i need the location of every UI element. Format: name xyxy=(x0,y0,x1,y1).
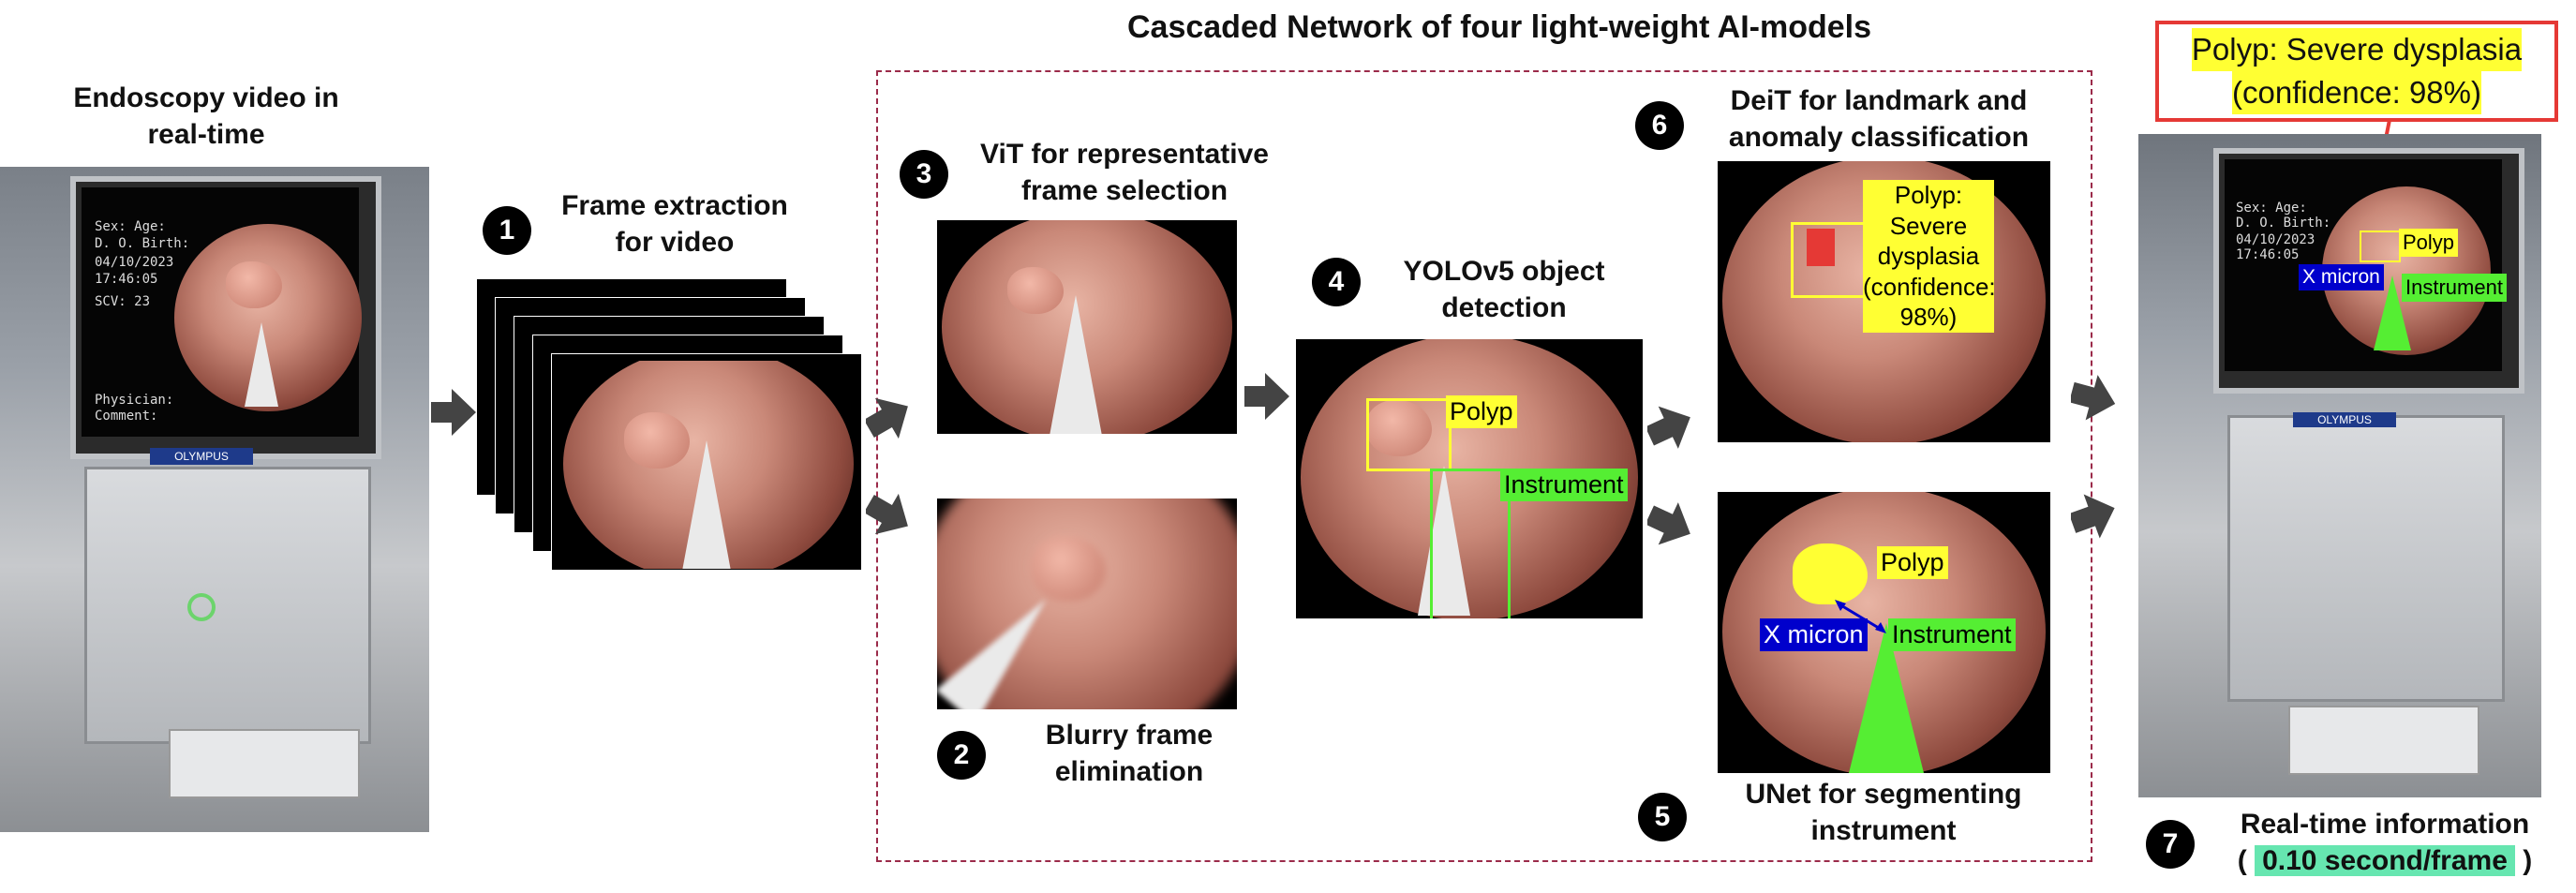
instrument-tag: Instrument xyxy=(1500,469,1628,501)
arrow-up-right xyxy=(1647,406,1690,449)
polyp xyxy=(624,412,690,469)
arrow-right-2 xyxy=(1244,373,1289,420)
selected-frame xyxy=(937,220,1237,434)
step-7-line2: ( 0.10 second/frame ) xyxy=(2237,845,2533,876)
detection-frame: Polyp Instrument xyxy=(1296,339,1643,618)
callout-line2: (confidence: 98%) xyxy=(2232,71,2481,115)
step-1-label: Frame extraction for video xyxy=(534,187,815,260)
diagram-title: Cascaded Network of four light-weight AI… xyxy=(1126,9,1872,45)
monitor-sex-age: Sex: Age: xyxy=(95,219,166,234)
step-3-badge: 3 xyxy=(900,150,948,199)
cart-body xyxy=(84,467,371,744)
input-label-line2: real-time xyxy=(147,119,265,150)
step-3-line1: ViT for representative xyxy=(980,139,1269,170)
output-callout: Polyp: Severe dysplasia (confidence: 98%… xyxy=(2155,21,2558,122)
arrow-down-right xyxy=(866,493,908,535)
step-6-label: DeiT for landmark and anomaly classifica… xyxy=(1691,82,2066,156)
instrument xyxy=(1418,466,1470,616)
cart-brand: OLYMPUS xyxy=(150,448,253,465)
output-cart-photo: Sex: Age: D. O. Birth: 04/10/2023 17:46:… xyxy=(2138,134,2541,797)
instrument xyxy=(1050,295,1102,434)
cart-power-light xyxy=(187,593,216,621)
instrument-tag: Instrument xyxy=(2402,274,2507,302)
monitor-instrument xyxy=(245,322,278,407)
classification-tag: Polyp: Severe dysplasia (confidence: 98%… xyxy=(1863,180,1996,333)
polyp xyxy=(1366,400,1432,456)
step-5-line2: instrument xyxy=(1810,815,1957,846)
monitor-physician: Physician: xyxy=(95,393,174,408)
polyp-tag: Polyp xyxy=(1877,546,1948,579)
output-monitor: Sex: Age: D. O. Birth: 04/10/2023 17:46:… xyxy=(2213,148,2524,394)
polyp-heatmap xyxy=(1807,229,1835,266)
step-4-label: YOLOv5 object detection xyxy=(1363,253,1645,326)
distance-arrow xyxy=(1835,600,1886,633)
micron-tag: X micron xyxy=(1760,618,1868,651)
step-7-line1: Real-time information xyxy=(2240,809,2530,840)
polyp-tag: Polyp xyxy=(2399,229,2459,257)
top-frame xyxy=(558,361,858,569)
arrow-up-right xyxy=(866,397,908,439)
endoscopy-cart-photo: Sex: Age: D. O. Birth: 04/10/2023 17:46:… xyxy=(0,167,429,832)
monitor: Sex: Age: D. O. Birth: 04/10/2023 17:46:… xyxy=(70,176,381,459)
monitor-comment: Comment: xyxy=(95,409,158,424)
arrow-right-4 xyxy=(2071,494,2115,539)
step-3-label: ViT for representative frame selection xyxy=(946,136,1303,209)
light-source-unit xyxy=(169,729,360,798)
polyp xyxy=(1031,536,1106,602)
monitor-time: 17:46:05 xyxy=(95,272,158,287)
step-2-label: Blurry frame elimination xyxy=(993,717,1265,790)
cart-body xyxy=(2227,415,2505,702)
step-6-line1: DeiT for landmark and xyxy=(1730,85,2028,116)
step-7-badge: 7 xyxy=(2146,820,2195,869)
step-1-line2: for video xyxy=(615,227,735,258)
step-2-badge: 2 xyxy=(937,731,986,780)
step-5-label: UNet for segmenting instrument xyxy=(1691,776,2076,849)
monitor-date: 04/10/2023 xyxy=(95,255,174,270)
polyp-mask xyxy=(1793,543,1868,604)
micron-tag: X micron xyxy=(2299,264,2384,290)
monitor-birth: D. O. Birth: xyxy=(95,236,190,251)
monitor-polyp xyxy=(226,261,282,308)
step-7-label: Real-time information ( 0.10 second/fram… xyxy=(2197,806,2572,879)
step-5-line1: UNet for segmenting xyxy=(1745,779,2022,810)
step-4-badge: 4 xyxy=(1312,258,1361,306)
cascade-box xyxy=(876,70,2092,862)
step-2-line2: elimination xyxy=(1054,756,1204,787)
arrow-right-1 xyxy=(431,389,476,436)
polyp-bbox xyxy=(1366,398,1452,471)
step-2-line1: Blurry frame xyxy=(1045,720,1214,751)
step-1-badge: 1 xyxy=(483,206,531,255)
classification-frame: Polyp: Severe dysplasia (confidence: 98%… xyxy=(1718,161,2050,442)
step-3-line2: frame selection xyxy=(1020,175,1228,206)
monitor-scv: SCV: 23 xyxy=(95,294,151,309)
step-5-badge: 5 xyxy=(1638,793,1687,841)
arrow-right-3 xyxy=(2071,375,2116,421)
step-1-line1: Frame extraction xyxy=(561,190,788,221)
step-4-line2: detection xyxy=(1441,292,1567,323)
light-source-unit xyxy=(2288,706,2479,775)
arrow-down-right xyxy=(1647,502,1690,545)
callout-line1: Polyp: Severe dysplasia xyxy=(2191,28,2523,72)
blurry-frame xyxy=(937,499,1237,709)
frame-rate-value: 0.10 second/frame xyxy=(2255,845,2515,876)
polyp-bbox xyxy=(2360,231,2401,262)
polyp-tag: Polyp xyxy=(1446,395,1517,428)
step-4-line1: YOLOv5 object xyxy=(1403,256,1605,287)
cart-brand: OLYMPUS xyxy=(2293,412,2396,427)
segmentation-frame: Polyp Instrument X micron xyxy=(1718,492,2050,773)
step-6-line2: anomaly classification xyxy=(1728,122,2030,153)
instrument xyxy=(680,440,733,569)
input-label-line1: Endoscopy video in xyxy=(73,82,339,113)
instrument-bbox xyxy=(1430,469,1511,618)
input-label: Endoscopy video in real-time xyxy=(19,80,394,153)
instrument-tag: Instrument xyxy=(1888,618,2016,651)
step-6-badge: 6 xyxy=(1635,101,1684,150)
